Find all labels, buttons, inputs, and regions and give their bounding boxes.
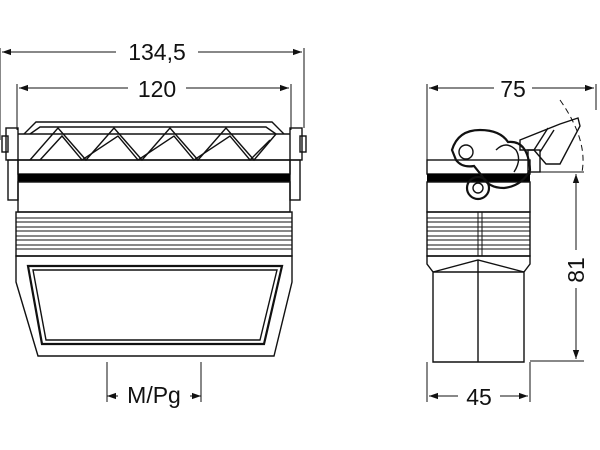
side-view: 75 — [426, 76, 597, 410]
left-hinge — [1, 127, 19, 201]
dim-overall-width-label: 134,5 — [128, 39, 186, 65]
ribbed-section — [15, 211, 293, 257]
front-view: 134,5 120 — [0, 39, 307, 408]
side-lower-housing — [426, 255, 531, 363]
side-ribbed-section — [426, 211, 531, 257]
side-latch-mechanism — [450, 117, 581, 201]
dim-depth-bottom-label: 45 — [466, 384, 492, 410]
dim-depth-bottom: 45 — [429, 384, 528, 410]
dim-height: 81 — [563, 174, 589, 359]
locking-lever — [18, 121, 290, 162]
lever-swing-arc — [559, 99, 584, 173]
dim-depth-top: 75 — [429, 76, 594, 102]
seal-band — [18, 174, 290, 182]
dim-overall-width: 134,5 — [2, 39, 302, 65]
dim-entry-thread: M/Pg — [106, 362, 202, 408]
dim-inner-width: 120 — [19, 76, 289, 102]
lower-housing — [15, 255, 293, 357]
dim-depth-top-label: 75 — [500, 76, 526, 102]
right-hinge — [289, 127, 307, 201]
dim-height-label: 81 — [563, 257, 589, 283]
dim-inner-width-label: 120 — [138, 76, 176, 102]
dim-entry-thread-label: M/Pg — [127, 382, 181, 408]
